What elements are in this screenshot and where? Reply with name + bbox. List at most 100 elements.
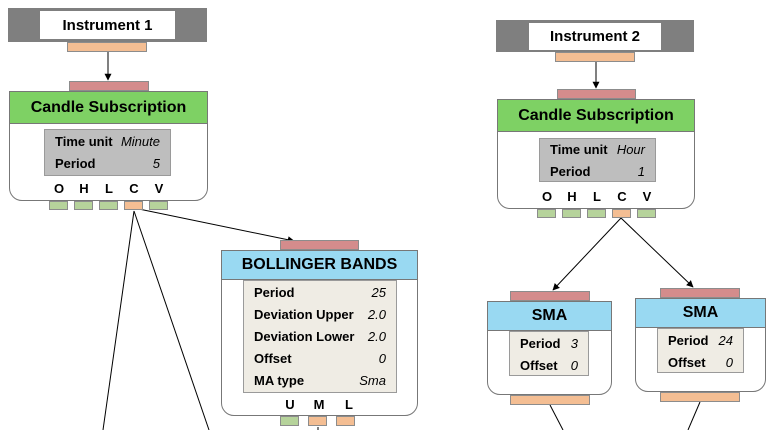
param-key: Offset [520, 358, 558, 373]
param-key: Period [254, 285, 295, 300]
bollinger-title: BOLLINGER BANDS [222, 251, 417, 280]
sma-2-title: SMA [636, 299, 765, 328]
sma-1-input-port[interactable] [510, 291, 590, 301]
param-row-deviation-upper: Deviation Upper 2.0 [244, 304, 396, 326]
candle-1-port-l[interactable] [99, 201, 118, 210]
bollinger-input-port[interactable] [280, 240, 359, 250]
wire-sma2-out-down [687, 401, 701, 430]
param-key: Offset [254, 351, 292, 366]
bollinger-port-l[interactable] [336, 416, 355, 426]
output-label-l: L [593, 189, 601, 204]
output-label-h: H [79, 181, 89, 196]
param-value[interactable]: Hour [616, 142, 645, 157]
wire-sma1-out-down [549, 404, 564, 430]
output-label-l: L [345, 397, 353, 412]
param-key: Period [550, 164, 591, 179]
sma-2-params: Period 24 Offset 0 [657, 328, 744, 373]
param-value[interactable]: 0 [378, 351, 386, 366]
sma-2-node[interactable]: SMA Period 24 Offset 0 [635, 298, 766, 392]
candle-1-port-o[interactable] [49, 201, 68, 210]
param-value[interactable]: 2.0 [367, 329, 386, 344]
wire-close1-down-left [102, 210, 135, 430]
output-label-u: U [285, 397, 295, 412]
param-row-ma-type: MA type Sma [244, 370, 396, 392]
bollinger-params: Period 25 Deviation Upper 2.0 Deviation … [243, 280, 397, 393]
output-label-c: C [129, 181, 139, 196]
bollinger-port-m[interactable] [308, 416, 327, 426]
param-row-offset: Offset 0 [510, 355, 588, 377]
sma-1-title: SMA [488, 302, 611, 331]
output-label-v: V [154, 181, 164, 196]
param-key: Time unit [55, 134, 113, 149]
candle-2-port-l[interactable] [587, 209, 606, 218]
candle-1-port-c[interactable] [124, 201, 143, 210]
sma-2-output-port[interactable] [660, 392, 740, 402]
candle-1-input-port[interactable] [69, 81, 149, 91]
sma-2-input-port[interactable] [660, 288, 740, 298]
sma-1-output-port[interactable] [510, 395, 590, 405]
candle-2-port-c[interactable] [612, 209, 631, 218]
candle-1-title: Candle Subscription [10, 92, 207, 124]
param-key: Deviation Lower [254, 329, 355, 344]
param-key: MA type [254, 373, 305, 388]
param-row-deviation-lower: Deviation Lower 2.0 [244, 326, 396, 348]
bollinger-port-u[interactable] [280, 416, 299, 426]
param-value[interactable]: 24 [718, 333, 733, 348]
output-label-h: H [567, 189, 577, 204]
instrument-2-label: Instrument 2 [529, 22, 661, 50]
param-row-offset: Offset 0 [658, 352, 743, 374]
param-key: Time unit [550, 142, 608, 157]
output-label-l: L [105, 181, 113, 196]
param-value[interactable]: 5 [152, 156, 160, 171]
candle-subscription-1-node[interactable]: Candle Subscription Time unit Minute Per… [9, 91, 208, 201]
output-label-m: M [313, 397, 325, 412]
param-key: Period [520, 336, 561, 351]
sma-1-node[interactable]: SMA Period 3 Offset 0 [487, 301, 612, 395]
instrument-1-output-port[interactable] [67, 42, 147, 52]
instrument-2-output-port[interactable] [555, 52, 635, 62]
instrument-1-label: Instrument 1 [40, 11, 175, 39]
param-row-offset: Offset 0 [244, 348, 396, 370]
param-key: Period [668, 333, 709, 348]
candle-2-port-o[interactable] [537, 209, 556, 218]
candle-subscription-2-node[interactable]: Candle Subscription Time unit Hour Perio… [497, 99, 695, 209]
candle-2-port-v[interactable] [637, 209, 656, 218]
output-label-v: V [642, 189, 652, 204]
param-key: Offset [668, 355, 706, 370]
param-row-time-unit: Time unit Hour [540, 139, 655, 161]
param-row-period: Period 25 [244, 282, 396, 304]
candle-1-port-v[interactable] [149, 201, 168, 210]
param-key: Period [55, 156, 96, 171]
param-value[interactable]: 0 [725, 355, 733, 370]
param-row-period: Period 5 [45, 153, 170, 175]
candle-2-port-h[interactable] [562, 209, 581, 218]
param-value[interactable]: 2.0 [367, 307, 386, 322]
param-value[interactable]: 3 [570, 336, 578, 351]
param-row-period: Period 24 [658, 330, 743, 352]
wire-close2-to-sma2 [620, 217, 694, 288]
param-value[interactable]: 1 [637, 164, 645, 179]
instrument-2-block[interactable]: Instrument 2 [496, 20, 694, 52]
param-row-period: Period 3 [510, 333, 588, 355]
param-value[interactable]: Sma [359, 373, 386, 388]
wire-close1-down-right [133, 210, 210, 430]
sma-1-params: Period 3 Offset 0 [509, 331, 589, 376]
bollinger-bands-node[interactable]: BOLLINGER BANDS Period 25 Deviation Uppe… [221, 250, 418, 416]
param-row-period: Period 1 [540, 161, 655, 183]
instrument-1-block[interactable]: Instrument 1 [8, 8, 207, 42]
candle-2-params: Time unit Hour Period 1 [539, 138, 656, 182]
output-label-o: O [541, 189, 553, 204]
candle-2-input-port[interactable] [557, 89, 636, 99]
param-value[interactable]: 0 [570, 358, 578, 373]
param-row-time-unit: Time unit Minute [45, 131, 170, 153]
candle-1-port-h[interactable] [74, 201, 93, 210]
param-value[interactable]: 25 [371, 285, 386, 300]
output-label-o: O [53, 181, 65, 196]
param-value[interactable]: Minute [120, 134, 160, 149]
candle-2-title: Candle Subscription [498, 100, 694, 132]
candle-1-params: Time unit Minute Period 5 [44, 129, 171, 176]
param-key: Deviation Upper [254, 307, 354, 322]
wire-close1-to-bollinger [133, 207, 295, 244]
output-label-c: C [617, 189, 627, 204]
wire-close2-to-sma1 [552, 217, 622, 291]
